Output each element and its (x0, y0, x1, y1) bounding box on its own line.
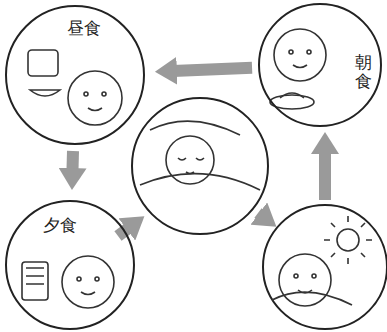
waking-child (272, 216, 372, 306)
meal-circle: 夕食 (5, 200, 135, 330)
illustration-part (274, 29, 326, 81)
illustration-part (294, 274, 298, 278)
lunch-child (28, 50, 122, 125)
illustration-part (26, 268, 44, 284)
illustration-part (279, 254, 331, 306)
cycle-arrow (258, 213, 262, 216)
illustration-part (324, 216, 372, 264)
illustration-part (30, 90, 60, 96)
meal-label: 夕食 (43, 216, 77, 235)
illustration-part (84, 92, 88, 96)
illustration-part (88, 108, 102, 111)
illustration-part (178, 158, 204, 160)
breakfast-child (270, 29, 326, 109)
illustration-part (280, 93, 304, 98)
illustration-part (102, 92, 106, 96)
illustration-part (337, 229, 359, 251)
illustration-part (22, 262, 48, 300)
illustration-part (166, 136, 214, 184)
illustration-part (95, 277, 99, 281)
illustration-part (68, 71, 122, 125)
illustration-part (62, 256, 114, 308)
cycle-arrow (319, 150, 331, 200)
illustration-part (289, 50, 293, 54)
illustration-part (272, 292, 352, 305)
circle-outline (6, 6, 144, 144)
cycle-arrow (66, 151, 79, 172)
meal-circle: 昼食 (5, 5, 145, 145)
illustration-part (81, 292, 95, 295)
illustration-part (307, 50, 311, 54)
sleeping-child (140, 121, 260, 190)
meal-label: 昼食 (67, 19, 101, 38)
sleep-circle (132, 98, 268, 234)
illustration-part (28, 50, 58, 76)
illustration-part (77, 277, 81, 281)
illustration-part (140, 174, 260, 190)
cycle-arrow (173, 68, 252, 71)
illustration-part (312, 274, 316, 278)
circle-outline (6, 201, 134, 329)
wake-circle (263, 205, 387, 329)
illustration-part (293, 65, 307, 68)
meal-label: 朝食 (355, 53, 372, 90)
dinner-child (22, 256, 114, 308)
illustration-part (150, 121, 240, 135)
circle-outline (259, 4, 381, 126)
meal-circle: 朝食 (258, 3, 382, 127)
